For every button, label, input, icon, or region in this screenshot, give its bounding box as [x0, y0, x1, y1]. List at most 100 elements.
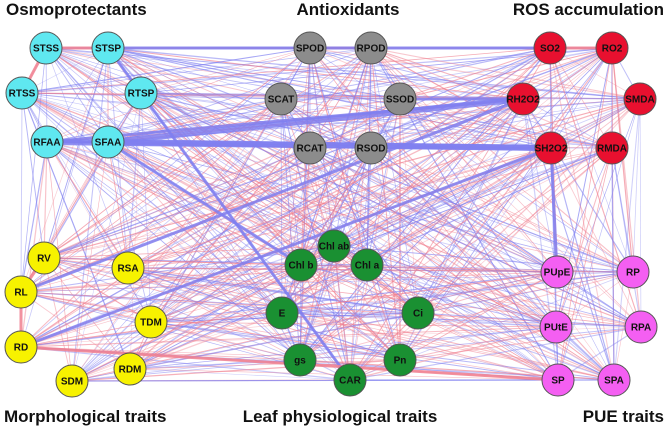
node-STSP: STSP	[91, 31, 125, 65]
node-label: RDM	[119, 365, 142, 376]
node-label: STSS	[33, 44, 59, 55]
edge-RDM-Pn	[129, 359, 401, 370]
edge-SCAT-E	[280, 98, 283, 314]
edge-RPOD-gs	[299, 47, 372, 361]
node-label: SH2O2	[535, 144, 568, 155]
edge-SO2-E	[281, 47, 551, 314]
edge-SDM-PUpE	[71, 271, 558, 382]
edge-STSS-RSA	[45, 47, 129, 269]
edge-SSOD-RSA	[127, 98, 401, 269]
group-title-osmoprotectants: Osmoprotectants	[6, 0, 147, 19]
node-circle	[597, 363, 631, 397]
node-RSA: RSA	[111, 251, 145, 285]
edge-SH2O2-TDM	[150, 147, 552, 323]
edge-Pn-RPA	[399, 326, 642, 361]
edge-RMDA-RV	[43, 147, 613, 259]
node-circle	[350, 248, 384, 282]
edge-STSP-RSA	[107, 47, 129, 269]
edge-STSP-SPA	[107, 47, 615, 381]
edge-TDM-E	[150, 312, 283, 323]
edge-STSP-RFAA	[46, 47, 109, 143]
edge-SMDA-RP	[632, 98, 641, 273]
node-label: SP	[551, 376, 565, 387]
edge-RFAA-SPOD	[46, 47, 311, 143]
edge-RFAA-RD	[20, 141, 48, 348]
edge-RL-PUpE	[20, 271, 558, 293]
edge-RTSP-SCAT	[140, 92, 282, 100]
node-SDM: SDM	[55, 364, 89, 398]
edge-RPOD-RP	[370, 47, 634, 273]
edge-RTSP-RO2	[140, 47, 613, 94]
edge-RH2O2-RP	[522, 98, 634, 273]
edge-RMDA-E	[281, 147, 613, 314]
edge-RCAT-SDM	[71, 147, 311, 382]
node-label: Chl ab	[319, 242, 350, 253]
node-label: Chl b	[289, 261, 314, 272]
edge-Chlb-CAR	[300, 264, 351, 381]
edge-RSOD-Chla	[366, 147, 372, 266]
edge-RTSS-RCAT	[21, 92, 311, 149]
node-SO2: SO2	[533, 31, 567, 65]
edge-RMDA-PUtE	[555, 147, 613, 328]
node-circle	[284, 248, 318, 282]
node-label: SPA	[604, 376, 624, 387]
edge-E-RPA	[281, 312, 642, 328]
edge-SMDA-Chlb	[300, 98, 641, 266]
edge-TDM-PUpE	[150, 271, 558, 323]
node-SH2O2: SH2O2	[534, 131, 568, 165]
node-circle	[624, 310, 658, 344]
edge-RO2-gs	[299, 47, 613, 361]
edge-RH2O2-RV	[43, 98, 524, 259]
edge-SSOD-PUpE	[399, 98, 558, 273]
node-circle	[540, 255, 574, 289]
edge-RFAA-SCAT	[46, 98, 282, 143]
edge-RDM-PUtE	[129, 326, 557, 370]
edge-RSOD-SPA	[370, 147, 615, 381]
edge-RDM-E	[129, 312, 283, 370]
edge-RFAA-RSA	[46, 141, 129, 269]
edge-RTSS-SO2	[21, 47, 551, 94]
node-circle	[283, 343, 317, 377]
node-E: E	[265, 296, 299, 330]
edge-E-RP	[281, 271, 634, 314]
node-PUpE: PUpE	[540, 255, 574, 289]
node-circle	[595, 31, 629, 65]
node-RDM: RDM	[113, 352, 147, 386]
edge-Chla-SP	[366, 264, 559, 381]
edge-RO2-SH2O2	[550, 47, 613, 149]
edge-RFAA-PUpE	[46, 141, 558, 273]
edge-SPOD-PUtE	[309, 47, 557, 328]
edge-RSOD-SDM	[71, 147, 372, 382]
node-PUtE: PUtE	[539, 310, 573, 344]
node-circle	[354, 31, 388, 65]
edge-RTSP-RFAA	[46, 92, 142, 143]
node-label: Pn	[394, 356, 407, 367]
edge-RTSP-RCAT	[140, 92, 311, 149]
edge-SFAA-RP	[107, 141, 634, 273]
node-circle	[91, 31, 125, 65]
edge-STSP-RH2O2	[107, 47, 524, 100]
node-circle	[616, 255, 650, 289]
edge-STSS-RL	[20, 47, 47, 293]
edge-RD-PUtE	[20, 326, 557, 348]
edge-SSOD-RPA	[399, 98, 642, 328]
edge-Ci-SP	[417, 312, 559, 381]
edge-CAR-PUtE	[349, 326, 557, 381]
edge-Chla-PUtE	[366, 264, 557, 328]
edge-SFAA-TDM	[107, 141, 152, 323]
edge-SMDA-SH2O2	[550, 98, 641, 149]
edge-RV-Pn	[43, 257, 401, 361]
edge-RSA-Pn	[127, 267, 401, 361]
edge-SH2O2-Ci	[417, 147, 552, 314]
node-circle	[134, 305, 168, 339]
edge-Chla-SPA	[366, 264, 615, 381]
node-label: RFAA	[33, 138, 60, 149]
node-STSS: STSS	[29, 31, 63, 65]
edge-RH2O2-E	[281, 98, 524, 314]
group-title-morphological-traits: Morphological traits	[4, 407, 166, 426]
node-label: RP	[626, 268, 640, 279]
node-label: SPOD	[296, 44, 324, 55]
edge-PUpE-SPA	[556, 271, 615, 381]
edge-STSP-SCAT	[107, 47, 282, 100]
edge-Chlab-RPA	[333, 245, 642, 328]
